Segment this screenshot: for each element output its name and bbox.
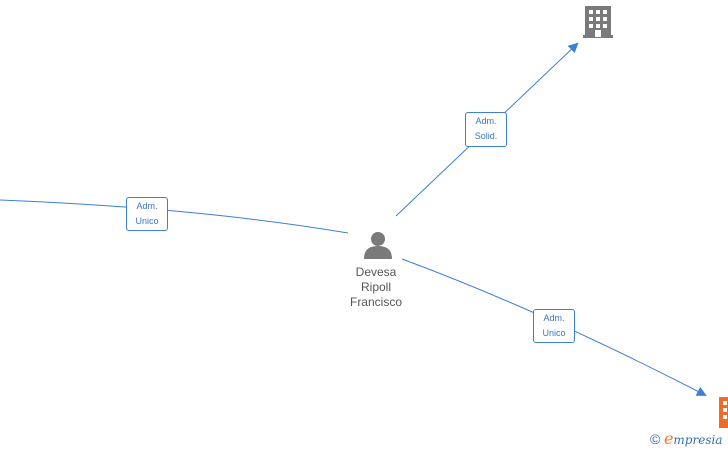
copyright-symbol: © bbox=[650, 431, 661, 447]
person-name[interactable]: Devesa Ripoll Francisco bbox=[336, 265, 416, 310]
person-name-line: Ripoll bbox=[360, 280, 391, 294]
edge-label-left: Adm. Unico bbox=[126, 197, 168, 231]
person-name-line: Francisco bbox=[349, 295, 402, 309]
person-name-line: Devesa bbox=[355, 265, 397, 279]
edge-label-line: Adm. bbox=[136, 201, 158, 211]
person-icon[interactable] bbox=[364, 232, 392, 259]
edge-label-line: Solid. bbox=[474, 131, 498, 141]
edge-label-top-right: Adm. Solid. bbox=[465, 112, 507, 147]
building-icon[interactable] bbox=[719, 397, 728, 428]
edge-label-line: Adm. bbox=[475, 116, 497, 126]
edge-left bbox=[0, 199, 349, 234]
brand-initial: e bbox=[663, 429, 674, 448]
empresia-watermark: © empresia bbox=[650, 429, 728, 450]
edge-label-line: Unico bbox=[542, 328, 566, 338]
building-icon[interactable] bbox=[583, 6, 613, 38]
edge-label-line: Adm. bbox=[543, 313, 565, 323]
edge-label-bottom-right: Adm. Unico bbox=[533, 309, 575, 343]
edge-label-line: Unico bbox=[135, 216, 159, 226]
brand-name: mpresia bbox=[673, 433, 723, 447]
